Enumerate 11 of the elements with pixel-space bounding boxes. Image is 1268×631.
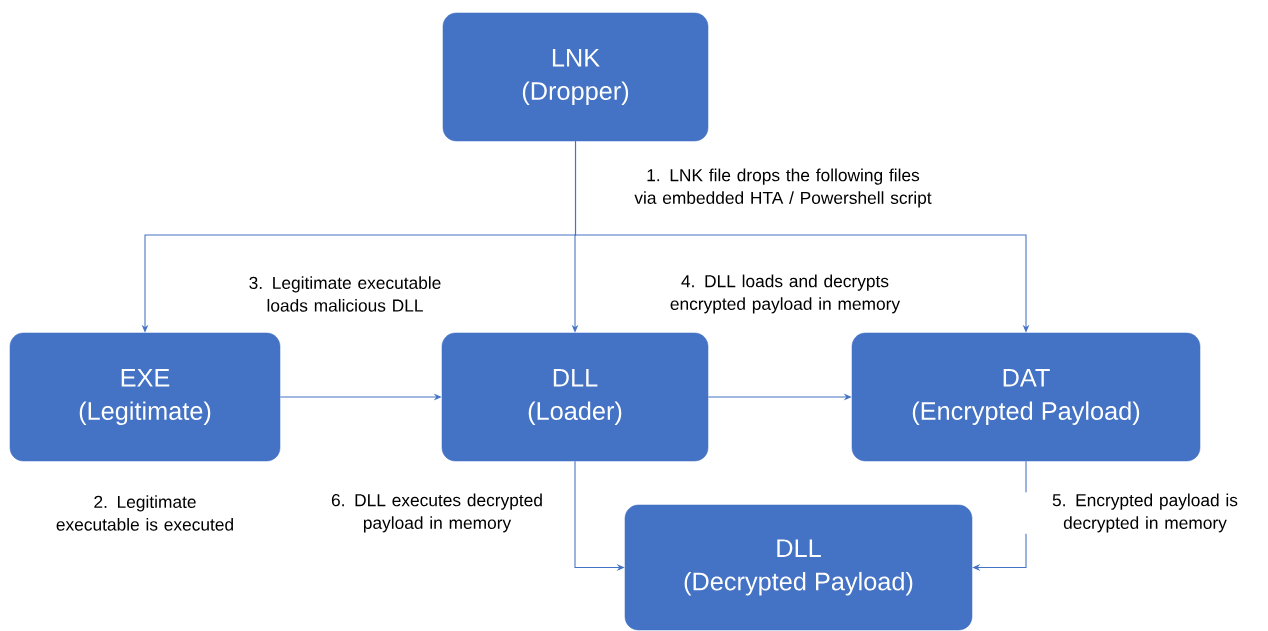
edge-label: 4. DLL loads and decrypts encrypted payload in memory bbox=[670, 274, 901, 314]
process-box: DLL (Loader) bbox=[441, 332, 709, 462]
process-box: LNK (Dropper) bbox=[442, 12, 709, 142]
edge-label: 5. Encrypted payload is decrypted in memory bbox=[1052, 493, 1238, 533]
edge-label: 3. Legitimate executable loads malicious DLL bbox=[249, 276, 441, 312]
process-box: EXE (Legitimate) bbox=[9, 332, 281, 462]
edge-label: 1. LNK file drops the following files via embedded HTA / Powershell script bbox=[634, 168, 932, 208]
process-box: DAT (Encrypted Payload) bbox=[851, 332, 1201, 462]
edge-label: 6. DLL executes decrypted payload in memory bbox=[331, 493, 542, 533]
process-box: DLL (Decrypted Payload) bbox=[624, 504, 973, 631]
caption-text: 2. Legitimate executable is executed bbox=[56, 495, 233, 531]
